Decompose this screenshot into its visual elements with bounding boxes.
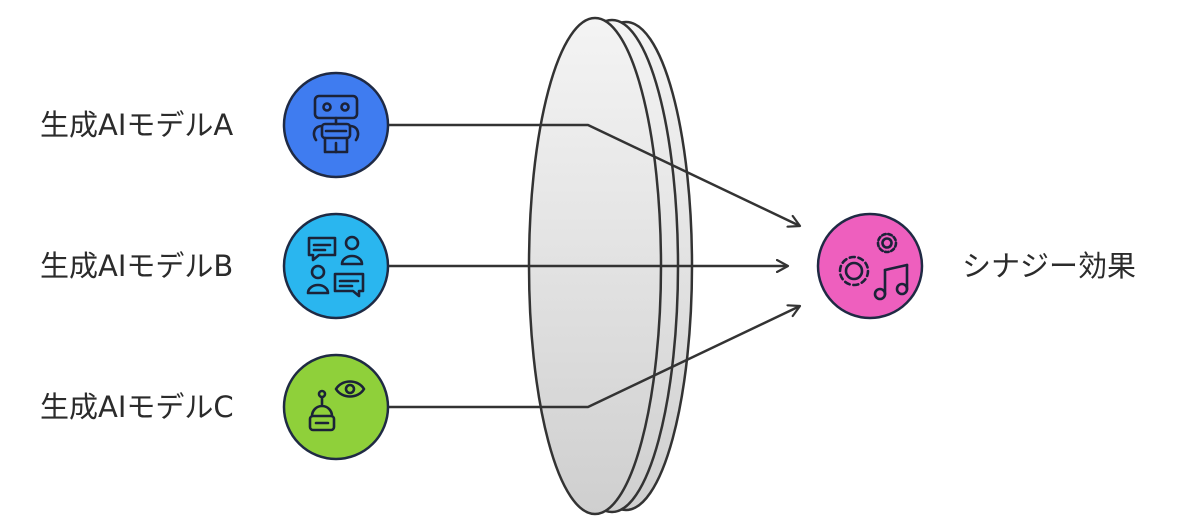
connectors: [388, 123, 800, 409]
node-c-circle: [282, 353, 390, 461]
label-model-a: 生成AIモデルA: [40, 108, 234, 142]
arrow-a-to-output: [388, 123, 800, 226]
people-chat-icon: [306, 235, 365, 298]
robot-eye-icon: [308, 380, 366, 432]
label-output: シナジー効果: [962, 249, 1137, 283]
arrow-c-to-output: [388, 306, 800, 409]
robot-icon: [312, 94, 360, 154]
label-model-c: 生成AIモデルC: [40, 390, 234, 424]
node-model-b: [282, 212, 390, 320]
node-output: [816, 212, 924, 320]
node-model-a: [282, 71, 390, 179]
gears-music-icon: [838, 232, 909, 301]
label-model-b: 生成AIモデルB: [40, 249, 234, 283]
node-model-c: [282, 353, 390, 461]
node-b-circle: [282, 212, 390, 320]
